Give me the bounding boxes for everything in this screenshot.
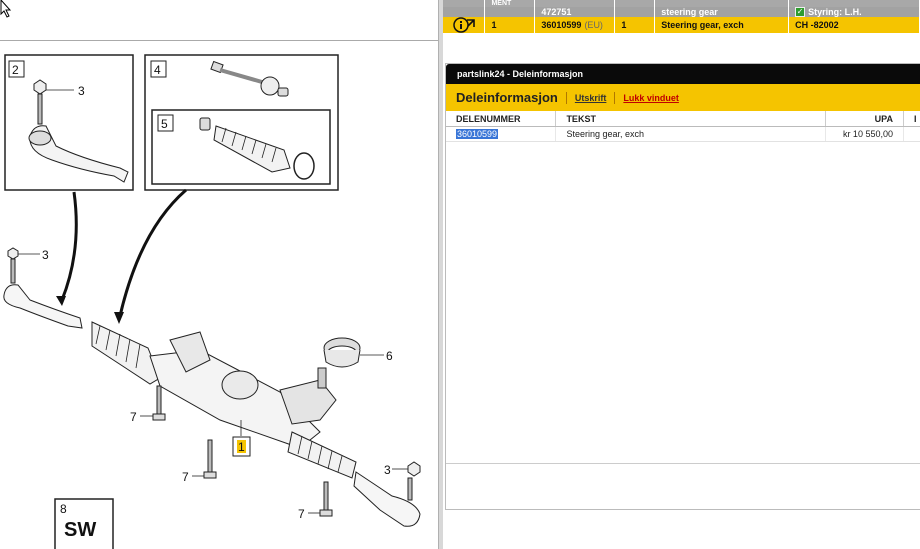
parts-diagram: 2 3 4 5: [0, 0, 421, 549]
callout-nut-top: 3: [78, 84, 85, 98]
parts-table-header: MENT: [443, 0, 920, 7]
header-separator: [614, 91, 616, 104]
inner-tie-rod-drawing: [210, 60, 289, 97]
check-icon[interactable]: ✓: [795, 7, 806, 17]
box-label-5: 5: [161, 117, 168, 131]
quantity-cell: 1: [491, 20, 497, 30]
seal-ring-drawing: [323, 337, 361, 368]
column-header-text[interactable]: TEKST: [555, 111, 827, 127]
column-header-ment: MENT: [491, 0, 512, 7]
diagram-top-strip: [0, 0, 438, 41]
part-info-header-row: DELENUMMER TEKST UPA I: [446, 111, 920, 127]
header-separator: [565, 91, 567, 104]
info-arrow-icon[interactable]: [453, 17, 475, 33]
callout-nut-left: 3: [42, 248, 49, 262]
print-link[interactable]: Utskrift: [574, 92, 607, 103]
callout-nut-right: 3: [384, 463, 391, 477]
standard-ware-box: [54, 498, 114, 549]
mouse-cursor-icon: [0, 0, 12, 18]
note-cell: CH -82002: [795, 20, 839, 30]
count-cell: 1: [621, 20, 627, 30]
column-header-partnumber[interactable]: DELENUMMER: [446, 111, 557, 127]
callout-seal: 6: [386, 349, 393, 363]
description-cell: Steering gear, exch: [661, 20, 744, 30]
steering-rack-drawing: [3, 247, 421, 527]
close-window-link[interactable]: Lukk vinduet: [623, 92, 679, 103]
parts-info-pane: MENT 472751 steering gear ✓Styring: L.H.: [443, 0, 920, 549]
callout-bolt-c: 7: [298, 507, 305, 521]
box-label-2: 2: [12, 63, 19, 77]
part-text-cell: Steering gear, exch: [555, 126, 827, 142]
callout-bolt-a: 7: [130, 410, 137, 424]
popup-window-title: partslink24 - Deleinformasjon: [457, 69, 584, 79]
main-part-highlight: [237, 440, 246, 453]
callout-main-part[interactable]: 1: [238, 440, 245, 454]
part-info-table: DELENUMMER TEKST UPA I 36010599 Steering…: [446, 111, 920, 142]
table-row-selected[interactable]: 1 36010599(EU) 1 Steering gear, exch CH …: [443, 17, 920, 33]
selected-part-number[interactable]: 36010599: [456, 129, 499, 139]
corner-box-label: SW: [64, 519, 96, 541]
extra-cell: [903, 126, 920, 142]
parts-list-table: MENT 472751 steering gear ✓Styring: L.H.: [443, 0, 920, 33]
column-header-extra[interactable]: I: [903, 111, 920, 127]
part-number-cell: 472751: [541, 7, 572, 17]
table-row[interactable]: 472751 steering gear ✓Styring: L.H.: [443, 7, 920, 17]
column-header-price[interactable]: UPA: [825, 111, 904, 127]
box-label-4: 4: [154, 63, 161, 77]
price-cell: kr 10 550,00: [825, 126, 904, 142]
part-info-popup: partslink24 - Deleinformasjon Deleinform…: [445, 63, 920, 510]
popup-footer-divider: [446, 463, 920, 464]
table-row[interactable]: 36010599 Steering gear, exch kr 10 550,0…: [446, 126, 920, 142]
callout-bolt-b: 7: [182, 470, 189, 484]
bellow-drawing: [199, 117, 315, 180]
popup-header: Deleinformasjon Utskrift Lukk vinduet: [446, 84, 920, 111]
description-cell: steering gear: [661, 7, 718, 17]
part-number-cell: 36010599: [541, 20, 582, 30]
parts-diagram-pane: 2 3 4 5: [0, 0, 438, 549]
popup-titlebar[interactable]: partslink24 - Deleinformasjon: [446, 64, 920, 84]
popup-title: Deleinformasjon: [456, 90, 558, 105]
corner-box-number: 8: [60, 502, 67, 516]
tie-rod-end-drawing: [28, 79, 129, 183]
note-cell: Styring: L.H.: [808, 7, 862, 17]
eu-tag: (EU): [584, 20, 603, 30]
mounting-bolts-drawing: [152, 385, 333, 517]
